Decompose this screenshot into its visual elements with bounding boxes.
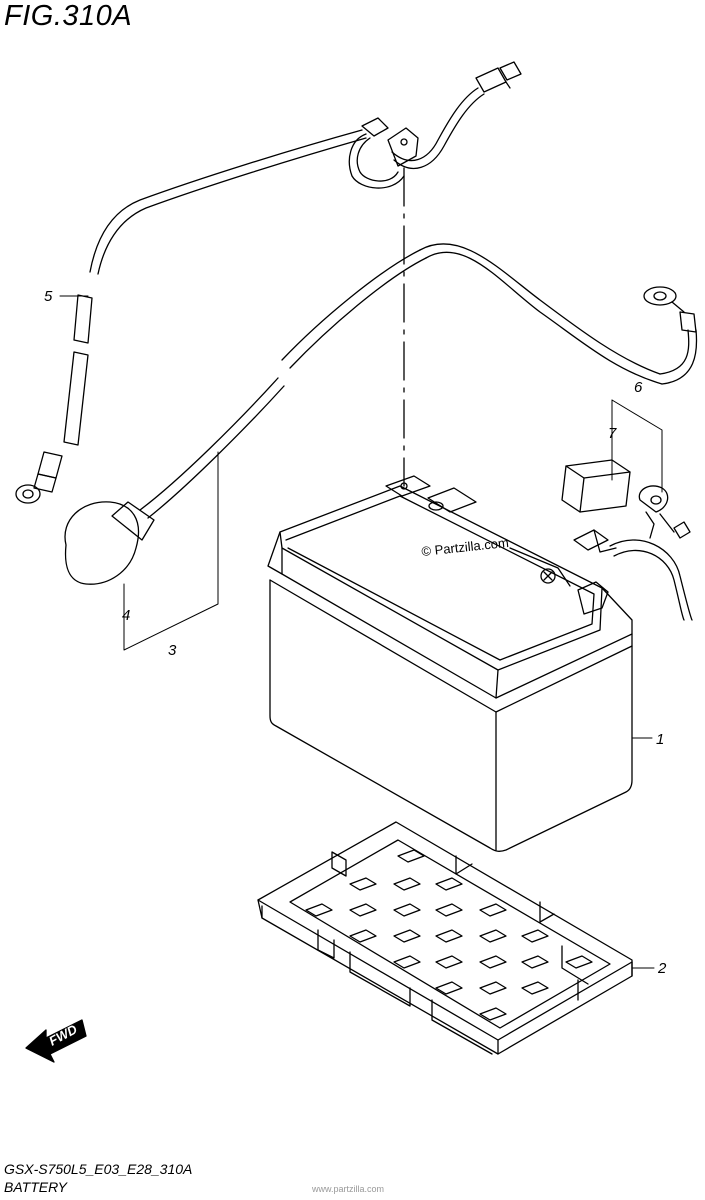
callout-5: 5 (44, 288, 53, 305)
figure-title: FIG.310A (4, 0, 133, 32)
section-name: BATTERY (4, 1179, 68, 1195)
terminal-set-6 (573, 485, 693, 621)
battery (267, 475, 633, 852)
fwd-arrow-icon: FWD (25, 1019, 87, 1063)
model-code: GSX-S750L5_E03_E28_310A (4, 1161, 193, 1177)
ground-cable (15, 61, 522, 504)
callout-3: 3 (168, 642, 177, 659)
terminal-cover-7 (561, 459, 631, 513)
battery-tray (257, 821, 633, 1055)
leader-lines (59, 295, 663, 969)
callout-4: 4 (122, 607, 130, 624)
tray-slots (305, 849, 593, 1021)
watermark-text: © Partzilla.com (421, 535, 510, 559)
callout-1: 1 (656, 731, 664, 748)
callout-6: 6 (634, 379, 643, 396)
callout-2: 2 (657, 960, 667, 977)
footer-faint-text: www.partzilla.com (312, 1184, 385, 1194)
callout-7: 7 (608, 425, 617, 442)
battery-cable-assembly (64, 243, 698, 585)
